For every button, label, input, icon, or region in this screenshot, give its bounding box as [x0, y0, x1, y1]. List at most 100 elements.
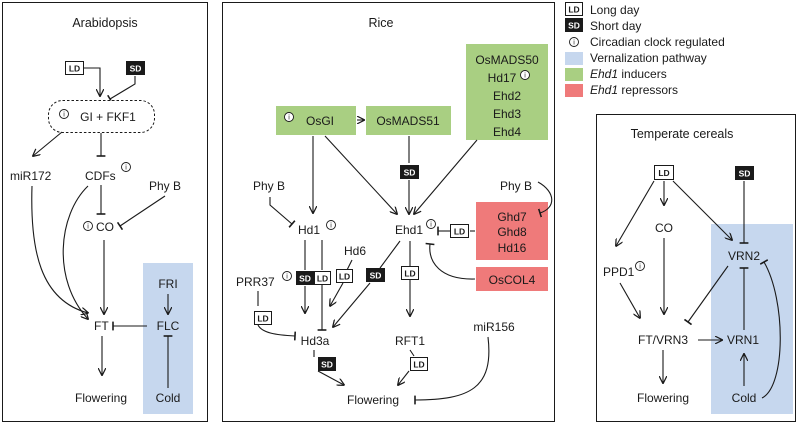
long-day-icon: LD	[654, 165, 674, 180]
svg-text:i: i	[125, 165, 127, 172]
inducers-swatch	[565, 68, 583, 81]
inducer-4: Ehd3	[493, 107, 521, 121]
inducer-5: Ehd4	[493, 125, 521, 139]
short-day-icon: SD	[126, 61, 145, 75]
clock-icon: i	[121, 162, 131, 172]
clock-icon: i	[284, 112, 294, 122]
repressor-3: Hd16	[498, 241, 527, 255]
gi-fkf1-complex	[48, 100, 155, 133]
clock-icon: i	[569, 37, 579, 47]
svg-text:LD: LD	[317, 274, 328, 284]
svg-text:i: i	[330, 223, 332, 230]
short-day-icon: SD	[735, 166, 754, 180]
repressor-1: Ghd7	[497, 210, 527, 224]
svg-text:SD: SD	[370, 271, 382, 281]
long-day-icon: LD	[450, 224, 469, 238]
ehd1-label: Ehd1	[395, 223, 423, 237]
svg-text:i: i	[288, 115, 290, 122]
svg-text:SD: SD	[739, 169, 751, 179]
clock-icon: i	[282, 271, 292, 281]
cold-label-arabidopsis: Cold	[156, 391, 181, 405]
oscol4-label: OsCOL4	[489, 273, 536, 287]
legend-vernalization: Vernalization pathway	[590, 51, 707, 65]
short-day-icon: SD	[366, 268, 385, 282]
phyb-left-label: Phy B	[253, 179, 285, 193]
clock-icon: i	[520, 70, 530, 80]
rft1-label: RFT1	[395, 334, 425, 348]
legend-inducers: Ehd1 inducers	[590, 67, 667, 81]
mir156-label: miR156	[473, 320, 515, 334]
legend-short-day: Short day	[590, 19, 641, 33]
long-day-icon: LD	[401, 266, 419, 280]
arabidopsis-title: Arabidopsis	[72, 16, 137, 30]
short-day-icon: SD	[400, 165, 419, 179]
svg-text:i: i	[524, 73, 526, 80]
flc-label: FLC	[157, 319, 180, 333]
legend-repressors: Ehd1 repressors	[590, 83, 678, 97]
vrn2-label: VRN2	[728, 249, 760, 263]
co-label: CO	[96, 220, 114, 234]
svg-text:LD: LD	[69, 64, 80, 74]
svg-text:LD: LD	[413, 360, 424, 370]
repressors-swatch	[565, 84, 583, 97]
legend: LD Long day SD Short day i Circadian clo…	[565, 2, 725, 97]
rice-panel	[222, 2, 555, 422]
cold-label-temperate: Cold	[732, 391, 757, 405]
svg-text:LD: LD	[404, 269, 415, 279]
osmads51-label: OsMADS51	[376, 114, 440, 128]
mir172-label: miR172	[10, 169, 52, 183]
hd1-label: Hd1	[298, 223, 320, 237]
svg-text:LD: LD	[339, 272, 350, 282]
svg-text:LD: LD	[658, 168, 669, 178]
long-day-icon: LD	[336, 269, 353, 283]
long-day-icon: LD	[254, 311, 272, 325]
gi-fkf1-label: GI + FKF1	[80, 110, 136, 124]
osmads51-inducer-box	[366, 106, 451, 135]
short-day-icon: SD	[318, 357, 336, 371]
ft-label: FT	[94, 319, 109, 333]
osgi-label: OsGI	[306, 114, 334, 128]
oscol4-repressor-box	[476, 267, 548, 291]
clock-icon: i	[59, 109, 69, 119]
prr37-label: PRR37	[236, 275, 275, 289]
svg-text:SD: SD	[130, 64, 142, 74]
flowering-label-arabidopsis: Flowering	[75, 391, 127, 405]
legend-circadian: Circadian clock regulated	[590, 35, 725, 49]
svg-text:i: i	[286, 274, 288, 281]
inducer-2: Hd17	[488, 71, 517, 85]
long-day-icon: LD	[565, 2, 583, 16]
long-day-icon: LD	[314, 271, 331, 285]
flowering-label-temperate: Flowering	[637, 391, 689, 405]
hd6-label: Hd6	[344, 244, 366, 258]
inducer-1: OsMADS50	[475, 53, 539, 67]
co-label-temperate: CO	[655, 221, 673, 235]
rice-title: Rice	[368, 16, 393, 30]
cdfs-label: CDFs	[85, 169, 116, 183]
svg-text:i: i	[63, 112, 65, 119]
svg-text:LD: LD	[257, 314, 268, 324]
clock-icon: i	[635, 261, 645, 271]
short-day-icon: SD	[296, 271, 314, 285]
flowering-label-rice: Flowering	[347, 393, 399, 407]
ft-vrn3-label: FT/VRN3	[638, 333, 688, 347]
svg-text:LD: LD	[568, 5, 579, 15]
legend-long-day: Long day	[590, 3, 639, 17]
svg-text:SD: SD	[404, 168, 416, 178]
long-day-icon: LD	[410, 357, 428, 371]
phyb-right-label: Phy B	[500, 179, 532, 193]
svg-text:i: i	[573, 40, 575, 47]
vernalization-swatch	[565, 52, 583, 65]
svg-text:SD: SD	[568, 21, 580, 31]
fri-label: FRI	[158, 277, 177, 291]
svg-text:i: i	[639, 264, 641, 271]
svg-text:i: i	[430, 222, 432, 229]
clock-icon: i	[426, 219, 436, 229]
temperate-cereals-panel	[596, 114, 796, 422]
svg-text:SD: SD	[299, 274, 311, 284]
vrn1-label: VRN1	[727, 333, 759, 347]
svg-text:SD: SD	[321, 360, 333, 370]
hd3a-label: Hd3a	[301, 334, 330, 348]
repressor-2: Ghd8	[497, 225, 527, 239]
arabidopsis-panel	[2, 2, 208, 422]
